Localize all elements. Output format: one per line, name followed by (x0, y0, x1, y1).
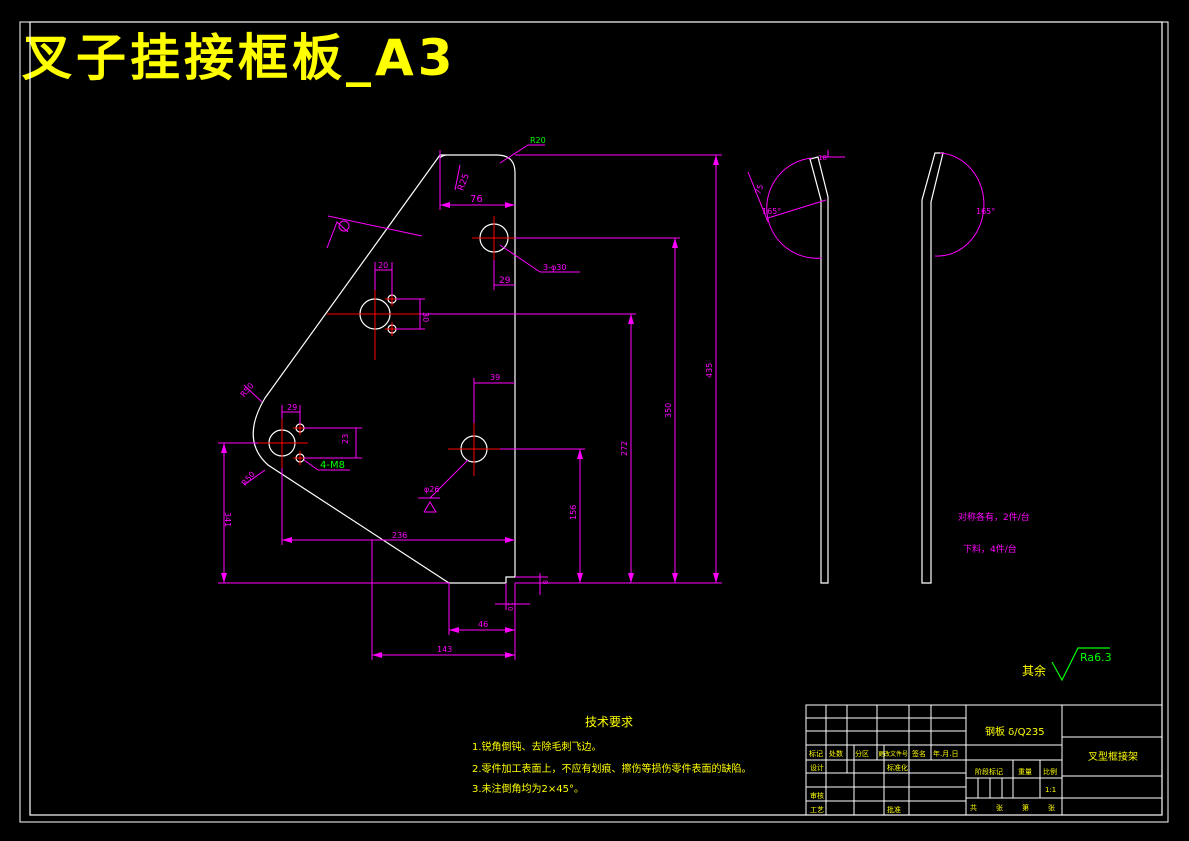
qty-note-left: 对称各有，2件/台 (958, 511, 1030, 523)
dimension-arrows (221, 155, 719, 658)
dim-r25: R25 (456, 172, 471, 192)
dim-236: 236 (392, 531, 407, 540)
side2-angle: 165° (976, 207, 995, 216)
title-block-text: 钢板 δ/Q235 叉型框接架 标记 处数 分区 更改文件号 签名 年.月.日 … (809, 725, 1138, 814)
tb-sheets-2: 张 (996, 803, 1003, 812)
tb-sheets-3: 第 (1022, 803, 1029, 812)
tb-weight: 重量 (1018, 768, 1032, 776)
dim-350: 350 (664, 403, 673, 418)
tb-header-2: 处数 (829, 749, 843, 758)
tb-process: 工艺 (810, 806, 824, 814)
dimension-texts: R25 76 29 3-φ30 20 30 39 29 23 R50 R50 3… (223, 172, 714, 654)
qty-note-right: 下料，4件/台 (963, 543, 1017, 555)
dim-m8: 4-M8 (320, 460, 345, 471)
surface-label: 其余 (1022, 663, 1046, 678)
outer-border (19, 21, 1169, 823)
dim-r20: R20 (530, 136, 546, 145)
dim-23: 23 (341, 434, 350, 444)
tb-sheets-4: 张 (1048, 803, 1055, 812)
tb-scale-label: 比例 (1043, 767, 1057, 776)
dim-156: 156 (569, 505, 578, 520)
side1-dim-18: 18 (818, 154, 827, 162)
dim-46: 46 (478, 620, 488, 629)
dim-r50-bottom: R50 (240, 470, 257, 488)
side-view-1: 165° 75 18 (747, 150, 845, 584)
dim-20-left: 29 (287, 403, 297, 412)
tb-header-1: 标记 (809, 749, 823, 758)
dimension-lines (218, 144, 722, 660)
dim-30: 30 (421, 312, 430, 322)
side-view-2: 165° (921, 152, 995, 584)
tb-sheets-1: 共 (970, 803, 977, 812)
dim-29-top: 29 (499, 276, 511, 286)
technical-requirements: 技术要求 1.锐角倒钝、去除毛刺飞边。 2.零件加工表面上，不应有划痕、擦伤等损… (472, 715, 752, 795)
requirement-3: 3.未注倒角均为2×45°。 (472, 782, 584, 795)
dim-39: 39 (490, 373, 500, 382)
title-block (805, 704, 1163, 816)
requirement-1: 1.锐角倒钝、去除毛刺飞边。 (472, 740, 602, 753)
dim-143: 143 (437, 645, 452, 654)
dim-r50-top: R50 (239, 381, 256, 399)
dim-20-mid: 20 (378, 261, 388, 270)
requirement-2: 2.零件加工表面上，不应有划痕、擦伤等损伤零件表面的缺陷。 (472, 762, 752, 775)
tb-scale: 1:1 (1045, 786, 1056, 794)
dim-3phi30: 3-φ30 (543, 263, 566, 272)
green-annotations: R20 4-M8 (320, 136, 546, 471)
dim-76: 76 (470, 194, 483, 205)
tb-header-3: 分区 (855, 749, 869, 758)
dim-phi26: φ26 (424, 485, 439, 494)
tb-design: 设计 (810, 763, 824, 772)
requirements-heading: 技术要求 (585, 715, 633, 729)
inner-border (29, 21, 1163, 816)
tb-material: 钢板 δ/Q235 (985, 725, 1045, 738)
surface-value: Ra6.3 (1080, 651, 1112, 664)
surface-symbols (326, 220, 437, 513)
plate-outline (252, 154, 516, 584)
side1-dim-75: 75 (753, 183, 765, 196)
drawing-title: 叉子挂接框板_A3 (22, 29, 457, 87)
side1-angle: 165° (762, 207, 781, 216)
tb-part-name: 叉型框接架 (1088, 750, 1138, 763)
dim-341: 341 (223, 512, 232, 527)
tb-header-5: 签名 (912, 749, 926, 758)
tb-stage: 阶段标记 (975, 767, 1003, 776)
dim-10: 10 (506, 602, 514, 611)
surface-roughness: 其余 Ra6.3 (1022, 647, 1112, 682)
tb-header-6: 年.月.日 (933, 749, 958, 758)
qty-notes: 对称各有，2件/台 下料，4件/台 (958, 511, 1030, 555)
tb-approve: 批准 (887, 805, 901, 814)
dim-8: 8 (541, 580, 549, 584)
dim-272: 272 (620, 441, 629, 456)
dim-435: 435 (705, 363, 714, 378)
tb-review: 审核 (810, 791, 824, 800)
tb-standard: 标准化 (887, 763, 908, 772)
tb-header-4: 更改文件号 (878, 750, 908, 758)
